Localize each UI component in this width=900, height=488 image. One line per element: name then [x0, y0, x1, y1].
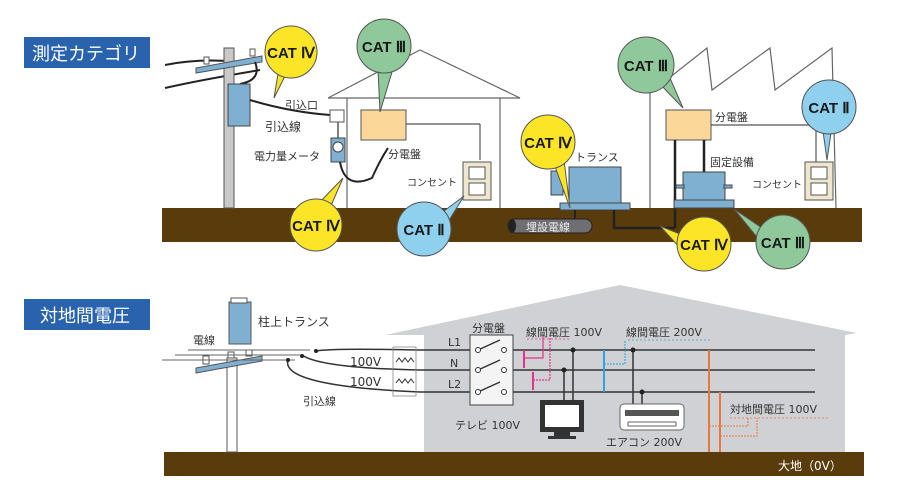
label-aircon: エアコン 200V [606, 436, 682, 449]
label-service-drop-bottom: 引込線 [303, 394, 336, 408]
service-entrance-box [329, 109, 345, 123]
label-volt-1: 100V [350, 355, 382, 369]
voltage-bracket [392, 346, 417, 397]
label-line-voltage-200: 線間電圧 200V [626, 325, 702, 339]
house [327, 49, 521, 208]
fixed-equipment [673, 171, 735, 209]
service-line-n [301, 354, 421, 371]
label-tv: テレビ 100V [455, 419, 520, 432]
ground-voltage-indicator [708, 350, 830, 452]
bottom-section: 対地間電圧 大地（0V） [24, 285, 864, 476]
pad-transformer [550, 166, 675, 230]
label-panel-house: 分電盤 [388, 148, 421, 161]
label-buried-cable: 埋設電線 [526, 220, 570, 234]
service-line-l1 [315, 348, 421, 352]
service-drop-line [249, 99, 331, 116]
overhead-wire-2 [164, 69, 261, 89]
coil-symbol-2 [395, 378, 415, 384]
svg-text:CAT Ⅳ: CAT Ⅳ [524, 135, 573, 152]
label-outlet-factory: コンセント [752, 179, 802, 191]
label-line-voltage-100: 線間電圧 100V [526, 325, 602, 339]
label-transformer: トランス [575, 151, 619, 164]
label-panel-factory: 分電盤 [715, 111, 748, 124]
label-meter: 電力量メータ [254, 150, 320, 163]
label-panel-bottom: 分電盤 [472, 322, 505, 335]
label-wire: 電線 [193, 333, 215, 347]
cat-bubble-house-panel: CAT Ⅲ [356, 18, 412, 113]
label-service-entrance: 引込口 [285, 98, 318, 112]
cat-bubble-pole: CAT Ⅳ [264, 25, 318, 99]
factory [649, 46, 837, 228]
utility-pole-top [195, 47, 263, 209]
label-outlet-house: コンセント [407, 177, 457, 189]
label-n: N [450, 357, 458, 370]
cat-bubble-buried-cable: CAT Ⅳ [659, 216, 732, 272]
cat-bubble-factory-outlet: CAT Ⅱ [801, 79, 857, 161]
label-volt-2: 100V [350, 375, 382, 389]
service-line-l2 [286, 359, 421, 393]
label-fixed-equipment: 固定設備 [710, 155, 754, 169]
top-section: 測定カテゴリ [24, 18, 862, 272]
svg-text:CAT Ⅳ: CAT Ⅳ [292, 218, 341, 235]
coil-symbol-1 [395, 357, 415, 363]
svg-text:CAT Ⅲ: CAT Ⅲ [761, 235, 805, 252]
label-l1: L1 [448, 336, 461, 349]
ground-bottom [164, 452, 864, 476]
heading-ground-voltage: 対地間電圧 [40, 306, 130, 327]
label-l2: L2 [448, 378, 461, 391]
heading-category: 測定カテゴリ [32, 44, 140, 65]
cat-bubble-fixed-equipment: CAT Ⅲ [733, 208, 811, 270]
cat-bubble-meter: CAT Ⅳ [289, 177, 344, 252]
svg-text:CAT Ⅳ: CAT Ⅳ [680, 237, 729, 254]
outlet-factory [804, 161, 834, 201]
line-voltage-100-indicator [523, 335, 570, 390]
heading-badge-ground-voltage [24, 299, 150, 330]
utility-pole-bottom [162, 297, 310, 453]
tv-icon [540, 400, 584, 439]
heading-badge-category [24, 37, 150, 68]
outlet-house [462, 161, 492, 201]
label-service-drop-top: 引込線 [265, 119, 301, 134]
buried-cable: 埋設電線 [507, 218, 593, 234]
distribution-panel-house [360, 109, 407, 141]
cat-bubble-factory-panel: CAT Ⅲ [617, 36, 684, 109]
cat-bubble-transformer: CAT Ⅳ [520, 114, 576, 209]
pole-transformer-top [227, 83, 251, 127]
distribution-panel-factory [665, 109, 712, 141]
svg-text:CAT Ⅱ: CAT Ⅱ [403, 222, 444, 239]
svg-text:CAT Ⅱ: CAT Ⅱ [808, 100, 849, 117]
label-pole-transformer: 柱上トランス [258, 314, 330, 329]
svg-text:CAT Ⅲ: CAT Ⅲ [362, 39, 406, 56]
svg-text:CAT Ⅳ: CAT Ⅳ [267, 45, 316, 62]
label-ground-voltage: 対地間電圧 100V [730, 402, 817, 416]
house-silhouette [385, 285, 857, 452]
line-voltage-200-indicator [603, 339, 710, 392]
label-earth: 大地（0V） [778, 459, 842, 473]
svg-text:CAT Ⅲ: CAT Ⅲ [624, 58, 668, 75]
cat-bubble-house-outlet: CAT Ⅱ [396, 195, 465, 257]
distribution-panel-bottom [469, 334, 514, 406]
aircon-icon [619, 403, 685, 431]
